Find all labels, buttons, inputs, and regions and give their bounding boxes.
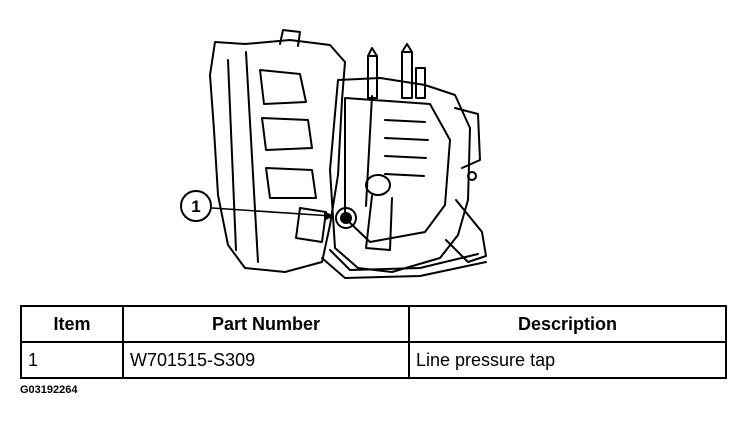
callout-number: 1 [191,197,200,216]
parts-table: Item Part Number Description 1 W701515-S… [20,305,727,379]
transmission-illustration: 1 [180,29,487,279]
header-description: Description [408,305,727,343]
cell-item: 1 [20,341,124,379]
oil-pan [321,257,487,279]
callout-1: 1 [180,190,212,222]
cell-part-number: W701515-S309 [122,341,410,379]
figure-id: G03192264 [20,384,78,396]
cell-description: Line pressure tap [408,341,727,379]
table-header-row: Item Part Number Description [20,305,727,343]
bell-housing [209,39,346,273]
line-pressure-tap [340,212,352,224]
header-part-number: Part Number [122,305,410,343]
header-item: Item [20,305,124,343]
table-row: 1 W701515-S309 Line pressure tap [20,341,727,379]
